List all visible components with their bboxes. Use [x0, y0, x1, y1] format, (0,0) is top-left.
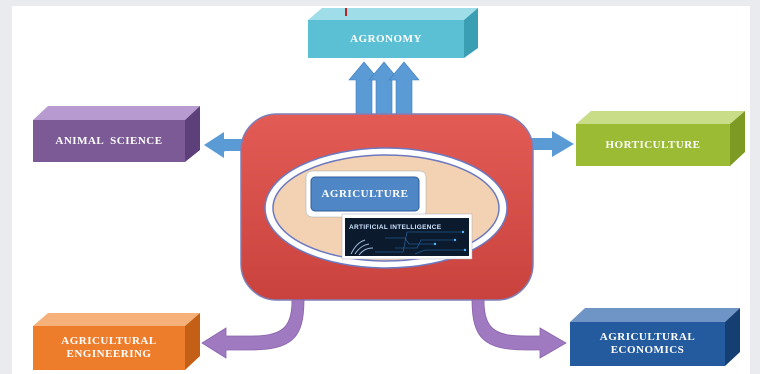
agronomy-node [308, 8, 478, 58]
arrow-to-animal-science-shaft [204, 132, 248, 158]
agronomy-label: AGRONOMY [350, 32, 422, 45]
agricultural-economics-label: AGRICULTURAL ECONOMICS [570, 322, 725, 366]
hand-icon [350, 239, 374, 256]
horticulture-label: HORTICULTURE [605, 138, 701, 151]
agriculture-node [305, 170, 427, 218]
arrow-to-agronomy [348, 61, 420, 115]
ai-image: ARTIFICIAL INTELLIGENCE [345, 218, 469, 256]
agricultural-engineering-line2: ENGINEERING [66, 348, 152, 360]
arrow-to-agricultural-economics [471, 299, 567, 359]
arrow-to-agricultural-engineering [201, 299, 305, 359]
agricultural-engineering-node [33, 313, 200, 370]
agricultural-engineering-line1: AGRICULTURAL [61, 335, 157, 348]
animal-science-node [33, 106, 200, 162]
circuit-pattern [345, 218, 469, 256]
ai-label: ARTIFICIAL INTELLIGENCE [349, 224, 442, 231]
agricultural-economics-line2: ECONOMICS [610, 344, 685, 356]
agricultural-economics-line1: AGRICULTURAL [599, 331, 696, 344]
horticulture-node [576, 111, 745, 166]
agricultural-economics-node [570, 308, 740, 366]
animal-science-label: ANIMAL SCIENCE [55, 134, 163, 147]
arrow-to-horticulture [528, 131, 574, 157]
agricultural-engineering-label: AGRICULTURAL ENGINEERING [33, 326, 185, 370]
agriculture-label: AGRICULTURE [321, 187, 409, 200]
